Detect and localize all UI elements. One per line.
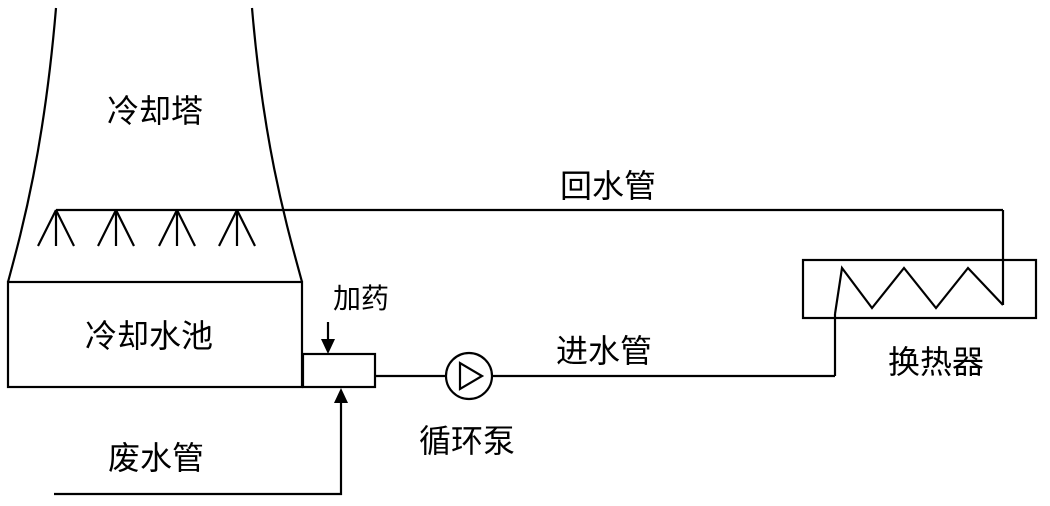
spray-nozzle <box>37 209 75 247</box>
cooling-pool-box <box>6 280 304 389</box>
waste-pipe-line <box>54 402 343 496</box>
heat-exchanger-box <box>801 258 1038 320</box>
circulation-pump-label: 循环泵 <box>419 422 516 460</box>
return-pipe-label: 回水管 <box>560 167 657 205</box>
spray-nozzle <box>158 209 196 247</box>
heat-exchanger-label: 换热器 <box>888 343 985 381</box>
dosing-arrowhead <box>321 339 335 354</box>
dosing-box <box>301 352 377 389</box>
inlet-pipe-label: 进水管 <box>556 332 653 370</box>
circulation-pump-triangle <box>458 361 485 391</box>
waste-pipe-label: 废水管 <box>108 439 205 477</box>
circulation-pump-circle <box>444 351 494 401</box>
cooling-tower-right-wall <box>250 7 304 283</box>
cooling-tower-left-wall <box>6 7 58 283</box>
spray-nozzle <box>218 209 256 247</box>
spray-nozzle <box>97 209 135 247</box>
dosing-label: 加药 <box>333 282 390 315</box>
waste-arrowhead <box>334 388 348 403</box>
heat-exchanger-coil <box>833 265 1004 315</box>
cooling-pool-label: 冷却水池 <box>85 317 214 355</box>
cooling-tower-label: 冷却塔 <box>107 92 204 130</box>
